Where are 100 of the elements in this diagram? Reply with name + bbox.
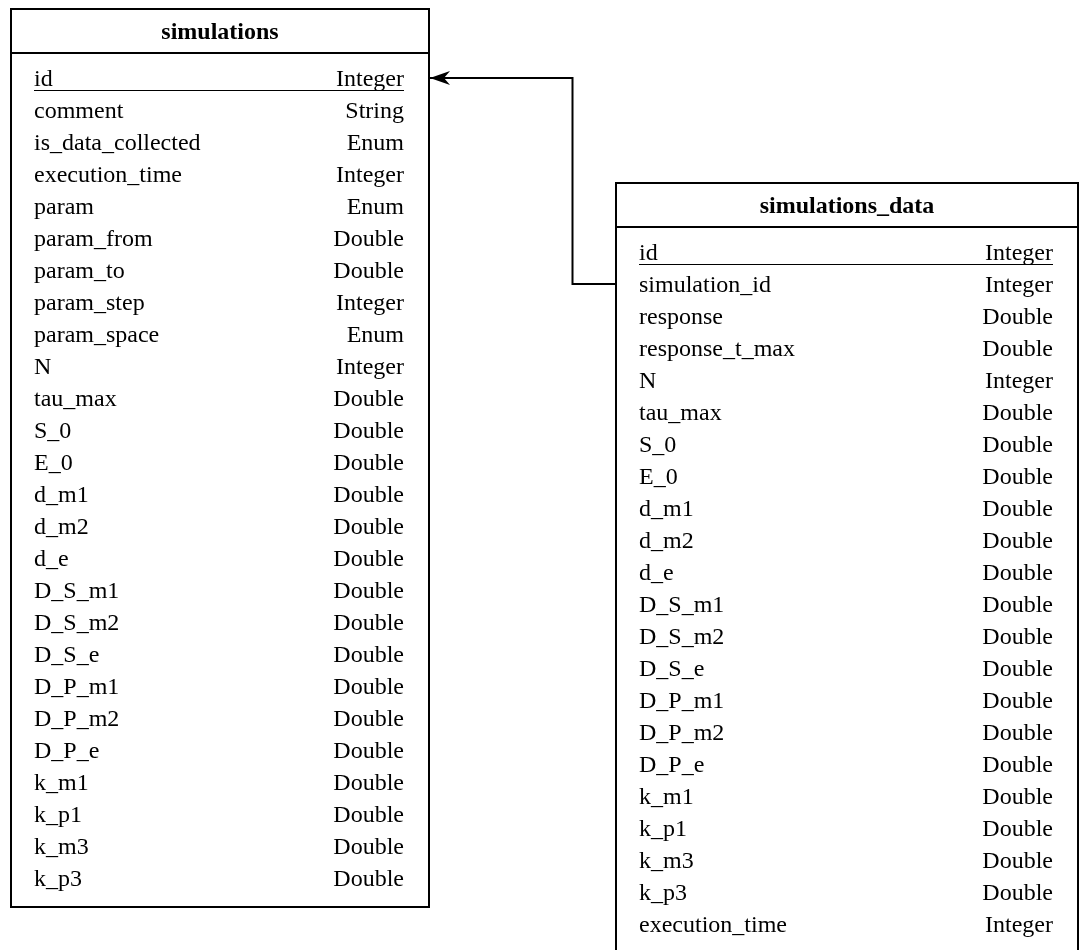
field-name: param_step (34, 288, 145, 316)
field-type: Double (333, 832, 404, 860)
field-type: Double (333, 480, 404, 508)
field-type: Double (333, 672, 404, 700)
field-type: Double (982, 622, 1053, 650)
field-name: k_m3 (34, 832, 89, 860)
field-type: Double (333, 256, 404, 284)
field-type: Double (982, 590, 1053, 618)
field-name: k_p1 (639, 814, 687, 842)
field-type: Double (982, 750, 1053, 778)
field-name: execution_time (639, 910, 787, 938)
field-type: Double (982, 302, 1053, 330)
field-name: D_S_e (34, 640, 100, 668)
field-name: d_m2 (34, 512, 89, 540)
field-type: Integer (336, 64, 404, 92)
field-type: Double (333, 608, 404, 636)
field-type: Enum (346, 128, 404, 156)
field-type: Integer (985, 270, 1053, 298)
field-name: D_P_m2 (639, 718, 725, 746)
field-name: is_data_collected (34, 128, 201, 156)
field-name: k_m3 (639, 846, 694, 874)
field-name: k_m1 (34, 768, 89, 796)
field-name: D_S_m2 (639, 622, 725, 650)
field-name: response (639, 302, 723, 330)
field-name: d_e (639, 558, 674, 586)
field-type: Double (982, 654, 1053, 682)
field-name: D_P_m1 (34, 672, 120, 700)
field-type: Double (333, 512, 404, 540)
field-name: d_e (34, 544, 69, 572)
field-name: D_P_e (639, 750, 705, 778)
field-name: D_P_e (34, 736, 100, 764)
field-name: N (639, 366, 657, 394)
field-type: Double (333, 704, 404, 732)
field-name: id (639, 238, 658, 266)
field-type: Integer (985, 910, 1053, 938)
field-type: Double (982, 398, 1053, 426)
field-type: Double (982, 462, 1053, 490)
field-type: Double (333, 384, 404, 412)
field-name: k_p3 (34, 864, 82, 892)
field-name: d_m2 (639, 526, 694, 554)
field-name: id (34, 64, 53, 92)
field-name: D_P_m1 (639, 686, 725, 714)
table-box (615, 182, 1079, 950)
table-title: simulations_data (759, 191, 935, 219)
arrow (429, 71, 616, 285)
field-name: D_S_e (639, 654, 705, 682)
field-type: Double (982, 814, 1053, 842)
field-type: Double (982, 686, 1053, 714)
field-type: Double (982, 846, 1053, 874)
field-name: k_m1 (639, 782, 694, 810)
field-name: param_to (34, 256, 125, 284)
field-type: Double (982, 494, 1053, 522)
field-name: S_0 (34, 416, 72, 444)
field-name: k_p3 (639, 878, 687, 906)
field-type: Enum (346, 320, 404, 348)
field-name: d_m1 (34, 480, 89, 508)
field-type: Double (982, 526, 1053, 554)
field-name: param (34, 192, 94, 220)
field-type: Double (982, 558, 1053, 586)
field-type: Integer (985, 238, 1053, 266)
field-type: Double (982, 718, 1053, 746)
field-name: S_0 (639, 430, 677, 458)
field-name: comment (34, 96, 124, 124)
field-type: Integer (985, 366, 1053, 394)
field-name: d_m1 (639, 494, 694, 522)
field-name: param_from (34, 224, 153, 252)
field-type: Double (333, 736, 404, 764)
field-type: Double (982, 430, 1053, 458)
field-type: Integer (336, 352, 404, 380)
field-name: D_S_m1 (34, 576, 120, 604)
table-title: simulations (161, 17, 279, 45)
field-type: Enum (346, 192, 404, 220)
field-type: Double (333, 224, 404, 252)
field-type: Double (333, 768, 404, 796)
field-type: Double (333, 448, 404, 476)
field-name: E_0 (34, 448, 73, 476)
field-type: Double (982, 334, 1053, 362)
field-name: D_P_m2 (34, 704, 120, 732)
field-name: tau_max (34, 384, 117, 412)
field-type: Integer (336, 160, 404, 188)
field-name: k_p1 (34, 800, 82, 828)
field-type: Double (333, 800, 404, 828)
field-type: Double (333, 640, 404, 668)
field-type: Double (982, 878, 1053, 906)
field-type: String (345, 96, 404, 124)
field-type: Double (333, 416, 404, 444)
field-name: D_S_m2 (34, 608, 120, 636)
field-type: Double (333, 864, 404, 892)
field-name: response_t_max (639, 334, 795, 362)
table-box (10, 8, 430, 908)
field-name: simulation_id (639, 270, 771, 298)
field-type: Double (333, 576, 404, 604)
field-name: E_0 (639, 462, 678, 490)
field-name: D_S_m1 (639, 590, 725, 618)
field-name: execution_time (34, 160, 182, 188)
field-type: Double (982, 782, 1053, 810)
field-name: param_space (34, 320, 160, 348)
field-name: N (34, 352, 52, 380)
field-type: Integer (336, 288, 404, 316)
field-type: Double (333, 544, 404, 572)
